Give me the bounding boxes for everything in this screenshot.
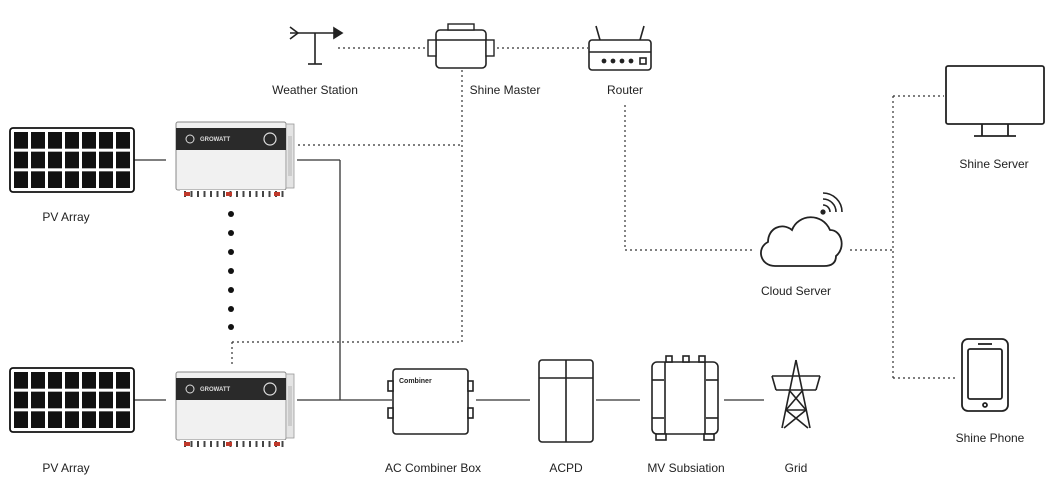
pv-array-bottom-label: PV Array	[42, 461, 89, 475]
inverter-top-icon: GROWATT	[175, 121, 295, 198]
more-inverters-dots	[228, 211, 234, 330]
shine-server-label: Shine Server	[959, 157, 1028, 171]
grid-label: Grid	[785, 461, 808, 475]
shine-server-icon	[945, 65, 1045, 137]
shine-master-icon	[427, 23, 495, 69]
acpd-icon	[538, 359, 594, 443]
ac-combiner-box-icon	[387, 368, 474, 435]
weather-station-icon	[289, 26, 344, 65]
cloud-server-label: Cloud Server	[761, 284, 831, 298]
combiner-box-text: Combiner	[399, 378, 432, 385]
ac-combiner-box-label: AC Combiner Box	[385, 461, 481, 475]
wifi-signal-icon	[820, 192, 843, 215]
grid-tower-icon	[771, 359, 821, 429]
shine-phone-icon	[961, 338, 1009, 412]
mv-substation-icon	[651, 355, 719, 441]
acpd-label: ACPD	[549, 461, 583, 475]
router-icon	[588, 25, 652, 71]
connectors	[134, 47, 958, 401]
weather-station-label: Weather Station	[272, 83, 358, 97]
shine-master-label: Shine Master	[470, 83, 541, 97]
pv-array-top-label: PV Array	[42, 210, 89, 224]
mv-substation-label: MV Subsiation	[647, 461, 724, 475]
cloud-server-icon	[760, 216, 843, 267]
pv-array-top-icon	[9, 127, 135, 193]
router-label: Router	[607, 83, 643, 97]
inverter-brand-text: GROWATT	[200, 137, 231, 143]
shine-phone-label: Shine Phone	[956, 431, 1025, 445]
inverter-brand-text: GROWATT	[200, 387, 231, 393]
pv-array-bottom-icon	[9, 367, 135, 433]
inverter-bottom-icon: GROWATT	[175, 371, 295, 448]
